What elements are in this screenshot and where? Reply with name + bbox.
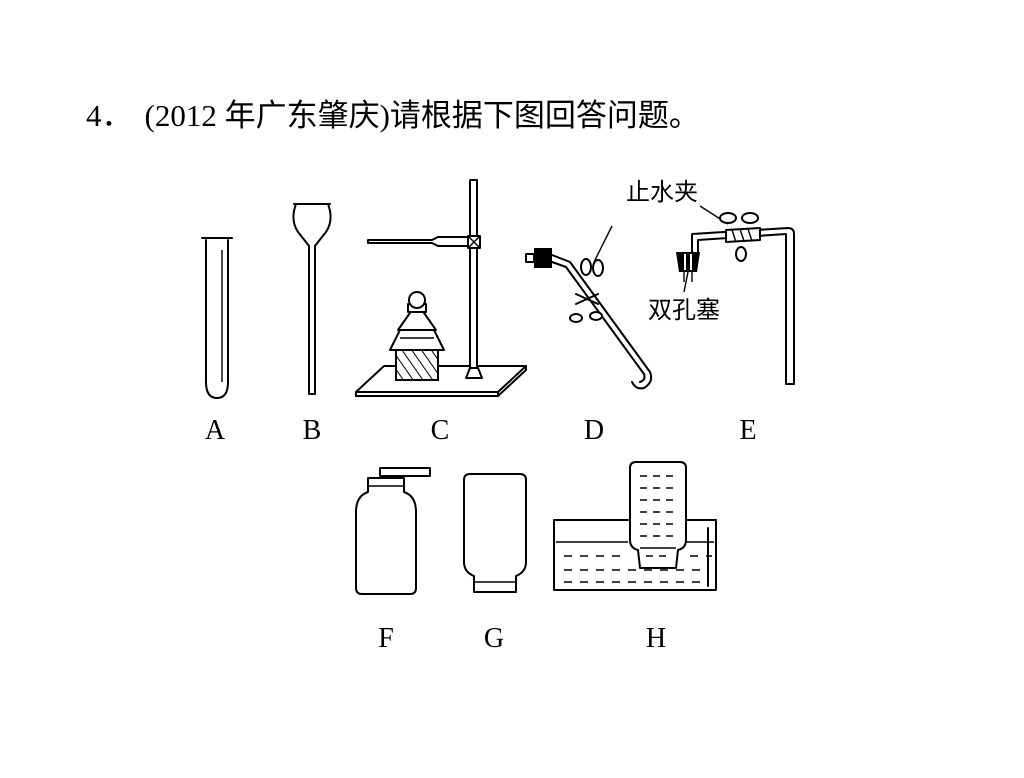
label-e: E bbox=[739, 415, 756, 446]
alcohol-lamp bbox=[389, 291, 445, 381]
apparatus-e-stopper-tube bbox=[676, 212, 795, 385]
apparatus-d-bent-tube bbox=[525, 225, 653, 390]
apparatus-f-bottle bbox=[355, 467, 431, 595]
apparatus-a-test-tube bbox=[201, 237, 233, 399]
apparatus-h-water-trough bbox=[553, 461, 717, 591]
label-a: A bbox=[205, 415, 226, 446]
callout-stopper: 双孔塞 bbox=[648, 296, 720, 324]
apparatus-c-iron-stand bbox=[355, 179, 527, 397]
question-number: 4． bbox=[86, 98, 133, 133]
label-b: B bbox=[303, 415, 322, 446]
label-c: C bbox=[431, 415, 450, 446]
label-g: G bbox=[484, 623, 504, 654]
callout-clamp: 止水夹 bbox=[626, 178, 698, 206]
label-h: H bbox=[646, 623, 666, 654]
apparatus-b-funnel bbox=[292, 203, 332, 395]
apparatus-g-inverted-bottle bbox=[463, 473, 527, 593]
question-text: (2012 年广东肇庆)请根据下图回答问题。 bbox=[144, 98, 700, 133]
label-f: F bbox=[378, 623, 394, 654]
label-d: D bbox=[584, 415, 604, 446]
question-stem: 4． (2012 年广东肇庆)请根据下图回答问题。 bbox=[86, 94, 700, 138]
